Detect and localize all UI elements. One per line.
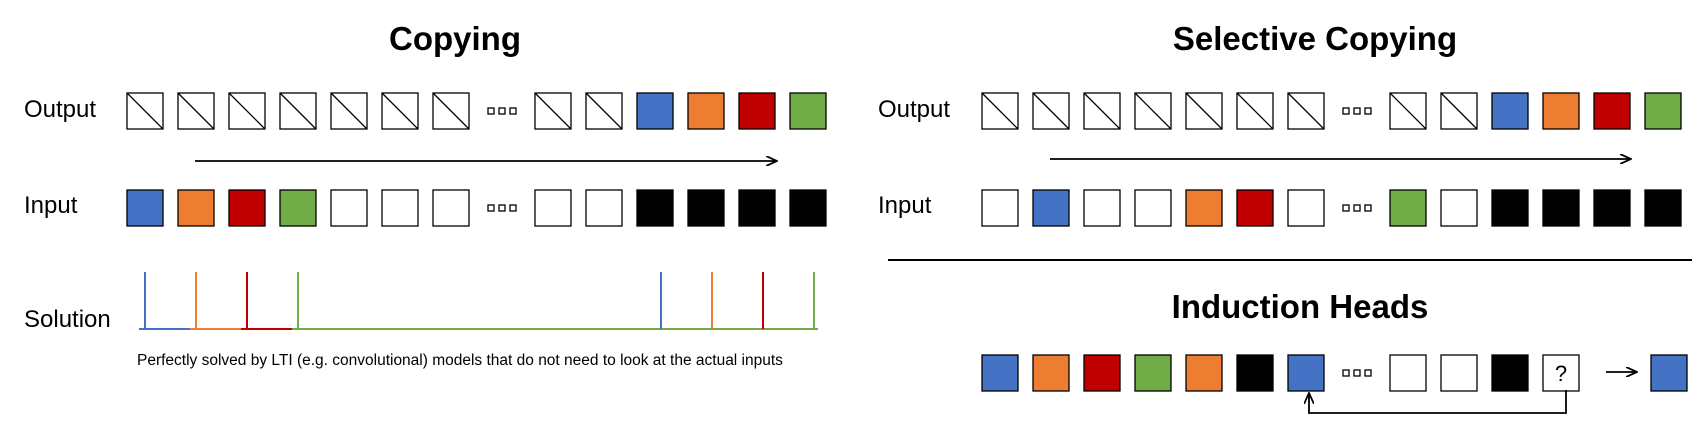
selective-output-token-slash (981, 92, 1019, 130)
copying-input-token-green (279, 189, 317, 227)
selective-output-token-slash (1083, 92, 1121, 130)
induction-row: ? (981, 354, 1580, 392)
selective-output-token-slash (1134, 92, 1172, 130)
copying-input-token-blue (126, 189, 164, 227)
selective-input-label: Input (878, 192, 932, 219)
selective-output-label: Output (878, 96, 951, 123)
copying-output-token-slash (330, 92, 368, 130)
selective-output-token-slash (1287, 92, 1325, 130)
copying-caption: Perfectly solved by LTI (e.g. convolutio… (137, 352, 783, 369)
selective-input-token-blue (1032, 189, 1070, 227)
selective-output-token-slash (1185, 92, 1223, 130)
copying-input-token-white (585, 189, 623, 227)
induction-token-blue (1287, 354, 1325, 392)
query-mark: ? (1555, 361, 1567, 386)
copying-input-token-black (789, 189, 827, 227)
copying-output-token-slash (432, 92, 470, 130)
copying-output-token-orange (687, 92, 725, 130)
selective-input-token-white (1083, 189, 1121, 227)
ellipsis-dots (1342, 369, 1372, 377)
induction-heads-title: Induction Heads (1171, 288, 1429, 325)
copying-output-token-blue (636, 92, 674, 130)
induction-answer (1650, 354, 1688, 392)
copying-output-token-slash (177, 92, 215, 130)
induction-token-query: ? (1542, 354, 1580, 392)
copying-input-token-white (330, 189, 368, 227)
copying-input-label: Input (24, 192, 78, 219)
selective-input-row (981, 189, 1682, 227)
copying-input-token-white (432, 189, 470, 227)
copying-input-token-orange (177, 189, 215, 227)
ellipsis-dots (487, 204, 517, 212)
copying-output-row (126, 92, 827, 130)
selective-input-token-white (1440, 189, 1478, 227)
induction-token-black (1491, 354, 1529, 392)
selective-input-token-black (1542, 189, 1580, 227)
ellipsis-dots (1342, 204, 1372, 212)
copying-output-token-red (738, 92, 776, 130)
copying-input-token-red (228, 189, 266, 227)
copying-input-token-black (687, 189, 725, 227)
copying-output-token-green (789, 92, 827, 130)
copying-solution-kernel (139, 272, 818, 330)
copying-output-token-slash (585, 92, 623, 130)
selective-input-token-green (1389, 189, 1427, 227)
selective-input-token-white (1134, 189, 1172, 227)
selective-input-token-white (1287, 189, 1325, 227)
induction-token-orange (1032, 354, 1070, 392)
selective-input-token-black (1593, 189, 1631, 227)
induction-token-black (1236, 354, 1274, 392)
selective-input-token-red (1236, 189, 1274, 227)
induction-token-green (1134, 354, 1172, 392)
induction-token-white (1440, 354, 1478, 392)
selective-input-token-white (981, 189, 1019, 227)
selective-output-row (981, 92, 1682, 130)
induction-token-blue (981, 354, 1019, 392)
selective-copying-title: Selective Copying (1172, 20, 1458, 57)
selective-output-token-orange (1542, 92, 1580, 130)
copying-output-token-slash (381, 92, 419, 130)
copying-input-token-white (381, 189, 419, 227)
copying-output-token-slash (534, 92, 572, 130)
copying-input-token-white (534, 189, 572, 227)
selective-output-token-slash (1236, 92, 1274, 130)
copying-input-row (126, 189, 827, 227)
induction-token-red (1083, 354, 1121, 392)
copying-input-token-black (636, 189, 674, 227)
induction-answer-token-blue (1650, 354, 1688, 392)
copying-output-token-slash (228, 92, 266, 130)
selective-output-token-slash (1440, 92, 1478, 130)
selective-output-token-slash (1032, 92, 1070, 130)
copying-solution-label: Solution (24, 306, 111, 333)
induction-token-white (1389, 354, 1427, 392)
copying-output-label: Output (24, 96, 97, 123)
selective-input-token-orange (1185, 189, 1223, 227)
selective-input-token-black (1491, 189, 1529, 227)
selective-output-token-red (1593, 92, 1631, 130)
selective-output-token-green (1644, 92, 1682, 130)
copying-output-token-slash (279, 92, 317, 130)
ellipsis-dots (1342, 107, 1372, 115)
ellipsis-dots (487, 107, 517, 115)
selective-output-token-blue (1491, 92, 1529, 130)
copying-input-token-black (738, 189, 776, 227)
selective-output-token-slash (1389, 92, 1427, 130)
induction-lookback-arrow (1309, 390, 1567, 414)
copying-output-token-slash (126, 92, 164, 130)
copying-title: Copying (389, 20, 521, 57)
selective-input-token-black (1644, 189, 1682, 227)
induction-token-orange (1185, 354, 1223, 392)
